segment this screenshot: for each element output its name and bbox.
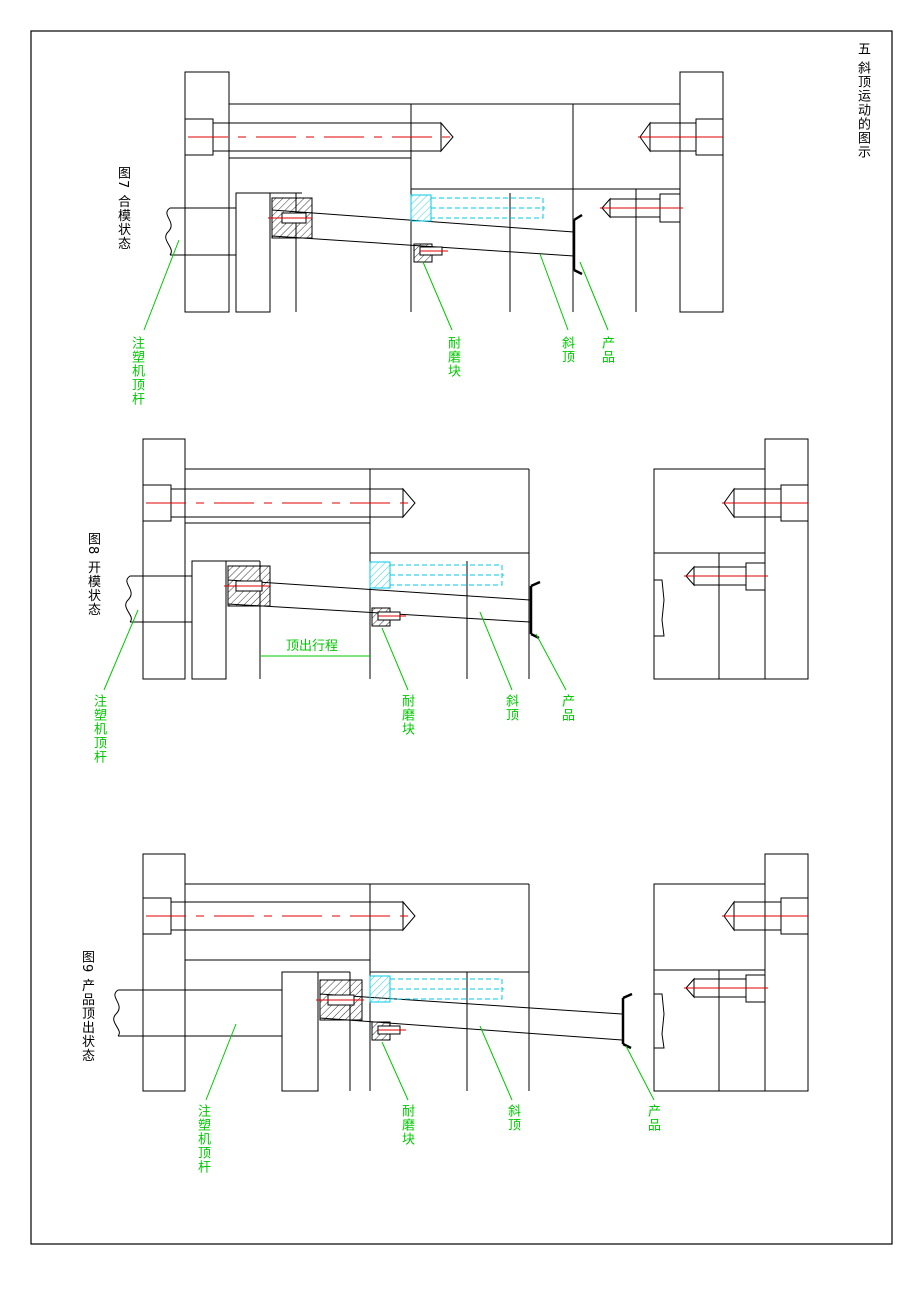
figure-7-ejector-rod-label: 注塑机顶杆 [129,336,144,406]
figure-9-drawing [113,853,809,1092]
figure-8-caption: 图8 开模状态 [85,532,100,617]
figure-9-product-label: 产品 [645,1104,660,1132]
figure-7-hidden-lines [410,194,545,222]
page-title: 五 斜顶运动的图示 [855,42,870,160]
figure-7-caption: 图7 合模状态 [115,166,130,251]
figure-7-centerlines [188,136,723,252]
figure-9-hidden-lines [369,975,504,1003]
figure-9-caption: 图9 产品顶出状态 [79,950,94,1063]
figure-8-product-label: 产品 [559,694,574,722]
figure-8-stroke-label: 顶出行程 [286,639,339,654]
figure-7-wear-block-label: 耐磨块 [445,336,460,378]
figure-9-ejector-rod-label: 注塑机顶杆 [195,1104,210,1174]
figure-8-leaders [103,609,567,691]
figure-7-product-label: 产品 [599,336,614,364]
figure-9-leaders [205,1023,655,1101]
figure-9-wear-block-label: 耐磨块 [399,1104,414,1146]
figure-9-lifter-label: 斜顶 [505,1104,520,1132]
figure-8-wear-block-label: 耐磨块 [399,694,414,736]
figure-8-ejector-rod-label: 注塑机顶杆 [91,694,106,764]
figure-8-lifter-label: 斜顶 [503,694,518,722]
figure-8-drawing [125,438,809,680]
figure-7-drawing [165,71,724,313]
figure-9-centerlines [146,915,808,1031]
figure-8-centerlines [146,502,808,617]
page-border [30,30,893,1245]
figure-8-hidden-lines [369,561,504,589]
figure-7-lifter-label: 斜顶 [559,336,574,364]
figure-7-leaders [143,239,609,331]
